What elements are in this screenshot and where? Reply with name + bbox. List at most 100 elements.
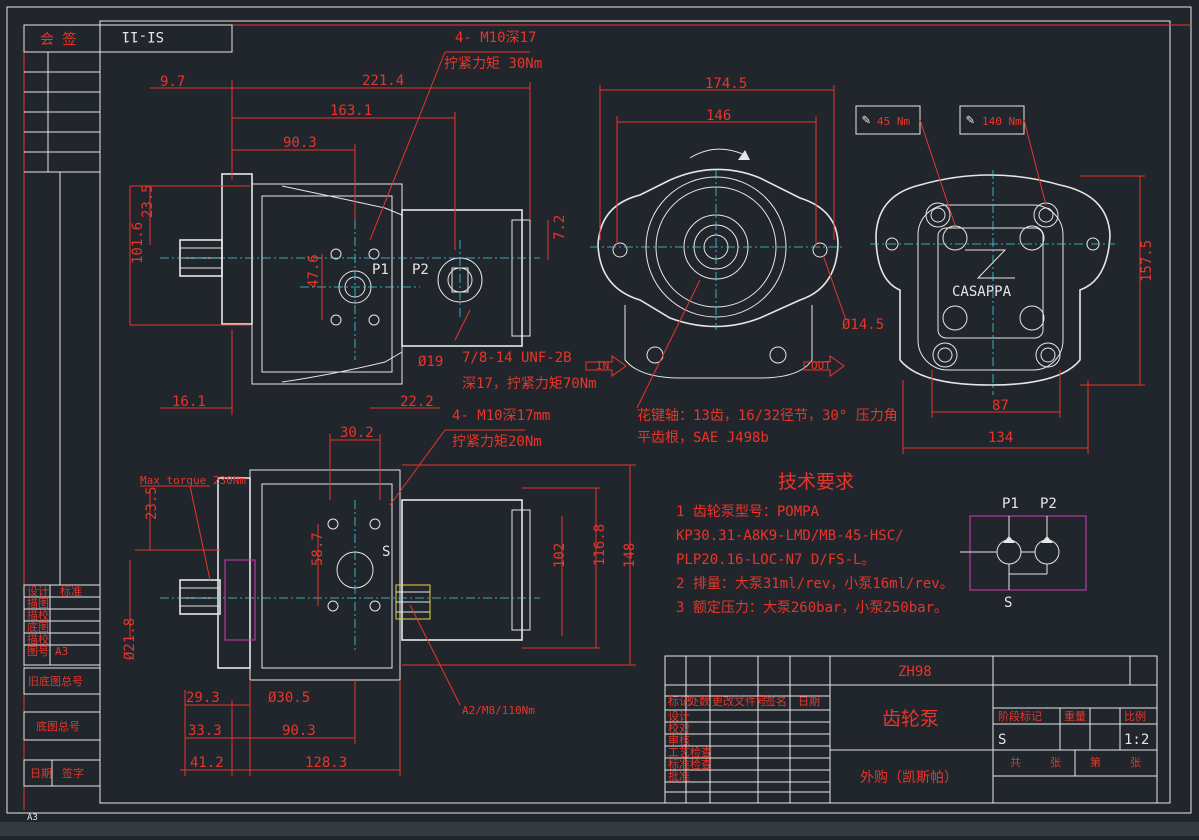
dim-30-2: 30.2 bbox=[340, 425, 374, 441]
corner-label-left: 会 签 bbox=[40, 31, 76, 48]
brand-label: CASAPPA bbox=[952, 284, 1012, 300]
out-label: OUT bbox=[811, 359, 831, 372]
strip-label-base: 底图总号 bbox=[36, 719, 80, 733]
torque-b: 140 Nm bbox=[982, 115, 1022, 128]
sheet-label-3: 张 bbox=[1130, 756, 1141, 769]
part-name: 齿轮泵 bbox=[882, 708, 939, 730]
tech-line-2: KP30.31-A8K9-LMD/MB-45-HSC/ bbox=[676, 528, 904, 544]
scale-label: 比例 bbox=[1124, 709, 1146, 723]
wrench-icon-a: ✎ bbox=[862, 112, 871, 128]
role-2: 审核 bbox=[668, 733, 690, 747]
dim-101-6: 101.6 bbox=[130, 222, 146, 264]
port-label-p1: P1 bbox=[372, 262, 389, 278]
tech-line-3: PLP20.16-LOC-N7 D/FS-L。 bbox=[676, 552, 875, 568]
dim-157-5: 157.5 bbox=[1139, 240, 1155, 282]
note-torque-bottom: 拧紧力矩20Nm bbox=[452, 434, 542, 450]
source-note: 外购（凯斯帕） bbox=[860, 770, 958, 786]
strip-cell-0: 设计 bbox=[27, 585, 49, 598]
note-torque-top: 拧紧力矩 30Nm bbox=[444, 56, 542, 72]
dim-134: 134 bbox=[988, 430, 1013, 446]
strip-cell-4: 底图 bbox=[27, 620, 49, 634]
inner-border bbox=[99, 20, 1171, 804]
sheet-label-0: 共 bbox=[1010, 756, 1021, 769]
tech-line-4: 2 排量：大泵31ml/rev，小泵16ml/rev。 bbox=[676, 576, 954, 592]
tech-requirements: 技术要求 1 齿轮泵型号：POMPA KP30.31-A8K9-LMD/MB-4… bbox=[676, 471, 954, 616]
dim-d19: Ø19 bbox=[418, 354, 443, 370]
note-unf: 7/8-14 UNF-2B bbox=[462, 350, 572, 366]
dim-174-5: 174.5 bbox=[705, 76, 747, 92]
strip-label-sign: 签字 bbox=[62, 766, 84, 780]
port-label-p2: P2 bbox=[412, 262, 429, 278]
dim-9-7: 9.7 bbox=[160, 74, 185, 90]
dim-23-5-top: 23.5 bbox=[140, 184, 156, 218]
note-max-torque: Max torque 230Nm bbox=[140, 474, 246, 487]
weight-label: 重量 bbox=[1064, 709, 1086, 723]
note-unf-torque: 深17，拧紧力矩70Nm bbox=[462, 376, 597, 392]
dim-41-2: 41.2 bbox=[190, 755, 224, 771]
torque-a: 45 Nm bbox=[877, 115, 910, 128]
title-block: 标记 处数 更改文件号 签名 日期 设计 校对 审核 工艺检查 标准检查 批准 … bbox=[664, 655, 1158, 804]
front-view: 174.5 146 Ø14.5 IN OUT 花键轴：13齿，16/32径节，3… bbox=[585, 76, 898, 446]
in-label: IN bbox=[596, 359, 609, 372]
dim-87: 87 bbox=[992, 398, 1009, 414]
tech-line-5: 3 额定压力：大泵260bar，小泵250bar。 bbox=[676, 600, 948, 616]
drawing-number: ZH98 bbox=[898, 664, 932, 680]
dim-22-2: 22.2 bbox=[400, 394, 434, 410]
stage-label: 阶段标记 bbox=[998, 709, 1042, 723]
role-1: 校对 bbox=[668, 721, 690, 735]
material-value: S bbox=[998, 732, 1006, 748]
dim-221-4: 221.4 bbox=[362, 73, 404, 89]
sheet-label-1: 张 bbox=[1050, 756, 1061, 769]
dim-102: 102 bbox=[552, 543, 568, 568]
note-m10-bottom: 4- M10深17mm bbox=[452, 408, 550, 424]
dim-47-6: 47.6 bbox=[306, 254, 322, 288]
strip-cell-5: 描校 bbox=[27, 632, 49, 646]
grid-header-1: 处数 bbox=[688, 695, 710, 708]
role-3: 工艺检查 bbox=[668, 745, 712, 759]
dim-116-8: 116.8 bbox=[592, 524, 608, 566]
dim-163-1: 163.1 bbox=[330, 103, 372, 119]
strip-cell-6: 图号 bbox=[27, 645, 49, 658]
wrench-icon-b: ✎ bbox=[966, 112, 975, 128]
grid-header-0: 标记 bbox=[668, 694, 690, 708]
dim-16-1: 16.1 bbox=[172, 394, 206, 410]
tech-line-1: 1 齿轮泵型号：POMPA bbox=[676, 504, 820, 520]
sheet-size-label: A3 bbox=[27, 813, 38, 823]
dim-148: 148 bbox=[622, 543, 638, 568]
grid-header-3: 签名 bbox=[765, 694, 787, 708]
dim-128-3: 128.3 bbox=[305, 755, 347, 771]
role-4: 标准检查 bbox=[668, 757, 712, 771]
top-view: 30.2 23.5 58.7 102 116.8 148 Ø21.8 29.3 … bbox=[122, 408, 638, 776]
strip-cell-7: A3 bbox=[55, 645, 68, 658]
dim-d14-5: Ø14.5 bbox=[842, 317, 884, 333]
tech-heading: 技术要求 bbox=[778, 471, 854, 493]
strip-cell-1: 标准 bbox=[60, 584, 82, 598]
dim-90-3-bottom: 90.3 bbox=[282, 723, 316, 739]
schematic-p1: P1 bbox=[1002, 496, 1019, 512]
dim-90-3-top: 90.3 bbox=[283, 135, 317, 151]
role-0: 设计 bbox=[668, 710, 690, 723]
dim-7-2: 7.2 bbox=[552, 215, 568, 240]
grid-header-2: 更改文件号 bbox=[712, 694, 767, 708]
spline-note-2: 平齿根，SAE J498b bbox=[637, 430, 769, 446]
corner-box: 会 签 SI-11 bbox=[23, 24, 233, 53]
dim-d30-5: Ø30.5 bbox=[268, 690, 310, 706]
spline-note-1: 花键轴：13齿，16/32径节，30° 压力角 bbox=[637, 408, 898, 424]
role-5: 批准 bbox=[668, 769, 690, 783]
note-m10-top: 4- M10深17 bbox=[455, 30, 536, 46]
dim-146: 146 bbox=[706, 108, 731, 124]
scale-value: 1:2 bbox=[1124, 732, 1149, 748]
dim-29-3: 29.3 bbox=[186, 690, 220, 706]
dim-33-3: 33.3 bbox=[188, 723, 222, 739]
rear-view: CASAPPA 45 Nm ✎ 140 Nm ✎ 157.5 87 134 bbox=[855, 105, 1155, 454]
hydraulic-schematic: P1 P2 S bbox=[960, 496, 1087, 611]
port-label-s: S bbox=[382, 544, 390, 560]
outer-border bbox=[6, 6, 1192, 814]
sheet-label-2: 第 bbox=[1090, 755, 1101, 769]
note-side: A2/M8/110Nm bbox=[462, 704, 535, 717]
status-bar bbox=[0, 822, 1199, 836]
strip-cell-3: 描校 bbox=[27, 608, 49, 622]
corner-label-right: SI-11 bbox=[122, 28, 164, 44]
